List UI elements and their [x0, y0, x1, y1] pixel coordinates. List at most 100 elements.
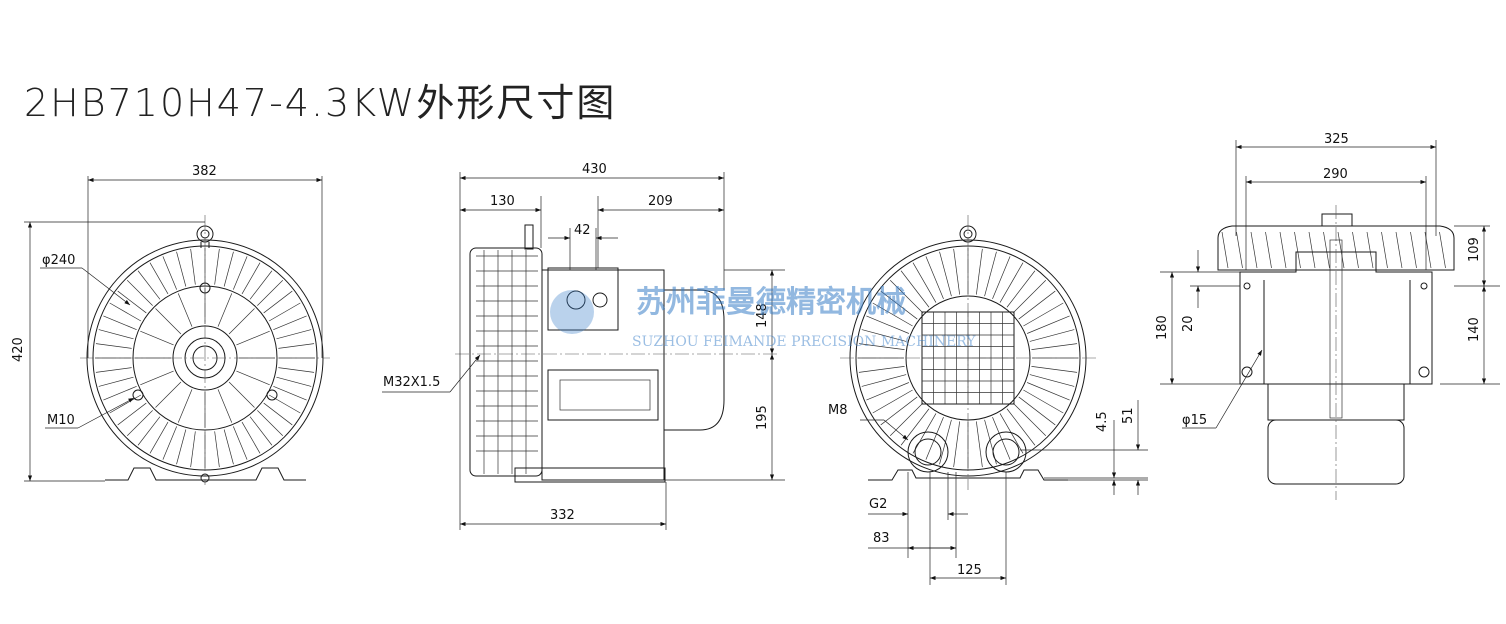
fin-line — [214, 248, 220, 285]
fin-line — [263, 402, 293, 426]
top-hole-label: φ15 — [1182, 413, 1207, 428]
fin-line — [976, 421, 983, 468]
fin-line — [276, 376, 312, 387]
fin-line — [992, 416, 1011, 460]
rear-view: M8 G2 83 125 4.5 51 — [828, 215, 1148, 585]
fin-line — [866, 382, 910, 401]
fin-line — [976, 248, 983, 295]
rear-h51-label: 51 — [1121, 407, 1136, 424]
fin-line — [162, 256, 178, 290]
front-diameter-label: φ240 — [42, 253, 75, 268]
fin-line — [925, 416, 944, 460]
fin-line — [232, 426, 248, 460]
side-gap-label: 42 — [574, 223, 591, 238]
fin-line — [889, 279, 923, 313]
fin-line — [880, 396, 918, 426]
fin-line — [939, 251, 952, 297]
top-fin-line — [1250, 231, 1258, 269]
fin-line — [858, 343, 905, 350]
side-view: 430 130 209 42 148 195 332 M32X1.5 — [382, 162, 785, 530]
fin-line — [1023, 302, 1064, 327]
fin-line — [98, 376, 134, 387]
rear-port-label: G2 — [869, 497, 887, 512]
top-view: 325 290 109 140 180 20 φ15 — [1155, 132, 1500, 500]
fin-line — [257, 279, 284, 306]
fin-line — [109, 302, 142, 322]
fin-line — [176, 429, 187, 465]
fin-line — [1023, 389, 1064, 414]
top-fin-line — [1410, 231, 1417, 269]
fin-line — [249, 416, 273, 446]
top-fin-line — [1236, 231, 1243, 269]
fin-line — [228, 308, 255, 335]
rear-thread-label: M8 — [828, 403, 848, 418]
side-h195-label: 195 — [755, 405, 770, 430]
side-h148-label: 148 — [755, 303, 770, 328]
fin-line — [155, 308, 182, 335]
fin-line — [126, 410, 153, 437]
fin-line — [872, 302, 913, 327]
fin-line — [103, 315, 137, 331]
fin-line — [117, 290, 147, 314]
fin-line — [953, 248, 960, 295]
fin-line — [236, 370, 270, 386]
rear-d83-label: 83 — [873, 531, 890, 546]
fin-line — [176, 251, 187, 287]
fin-line — [1029, 329, 1075, 342]
fin-line — [880, 290, 918, 320]
watermark-cn: 苏州菲曼德精密机械 — [636, 285, 906, 320]
fin-line — [137, 416, 161, 446]
fin-line — [223, 251, 234, 287]
fin-line — [140, 330, 174, 346]
watermark: 苏州菲曼德精密机械 SUZHOU FEIMANDE PRECISION MACH… — [550, 285, 976, 350]
fin-line — [1026, 382, 1070, 401]
fin-line — [232, 256, 248, 290]
fin-line — [858, 366, 905, 373]
fin-line — [103, 385, 137, 401]
fin-line — [149, 262, 169, 295]
fin-line — [162, 426, 178, 460]
fin-line — [140, 370, 174, 386]
fin-line — [889, 403, 923, 437]
fin-line — [177, 389, 193, 423]
fin-line — [276, 329, 312, 340]
side-thread-label: M32X1.5 — [383, 375, 440, 390]
fin-line — [1031, 366, 1078, 373]
top-fin-line — [1294, 231, 1301, 269]
top-fin-line — [1221, 231, 1229, 269]
top-fin-line — [1395, 231, 1403, 269]
fin-line — [1006, 408, 1036, 446]
fin-line — [257, 410, 284, 437]
fin-line — [912, 413, 937, 454]
fin-line — [95, 367, 132, 373]
fin-line — [263, 290, 293, 314]
fin-line — [95, 343, 132, 349]
fin-line — [925, 256, 944, 300]
drawing-title: 2HB710H47-4.3KW外形尺寸图 — [24, 81, 617, 125]
top-h20-label: 20 — [1181, 315, 1196, 332]
fin-line — [126, 279, 153, 306]
fin-line — [241, 421, 261, 454]
top-fin-line — [1308, 231, 1316, 269]
fin-line — [1013, 279, 1047, 313]
fin-line — [268, 302, 301, 322]
fin-line — [1018, 290, 1056, 320]
top-fin-line — [1439, 231, 1446, 269]
front-thread-label: M10 — [47, 413, 75, 428]
front-height-label: 420 — [11, 337, 26, 362]
top-outer-label: 325 — [1324, 132, 1349, 147]
top-h180-label: 180 — [1155, 315, 1170, 340]
top-fin-line — [1366, 231, 1374, 269]
fin-line — [149, 421, 169, 454]
top-fin-line — [1352, 231, 1359, 269]
fin-line — [999, 413, 1024, 454]
side-base-label: 332 — [550, 508, 575, 523]
fin-line — [137, 270, 161, 300]
top-inner-label: 290 — [1323, 167, 1348, 182]
front-view: 382 420 φ240 M10 — [11, 164, 330, 485]
rear-d125-label: 125 — [957, 563, 982, 578]
fin-line — [223, 429, 234, 465]
fin-line — [900, 270, 930, 308]
top-fin-line — [1265, 231, 1272, 269]
fin-line — [177, 293, 193, 327]
